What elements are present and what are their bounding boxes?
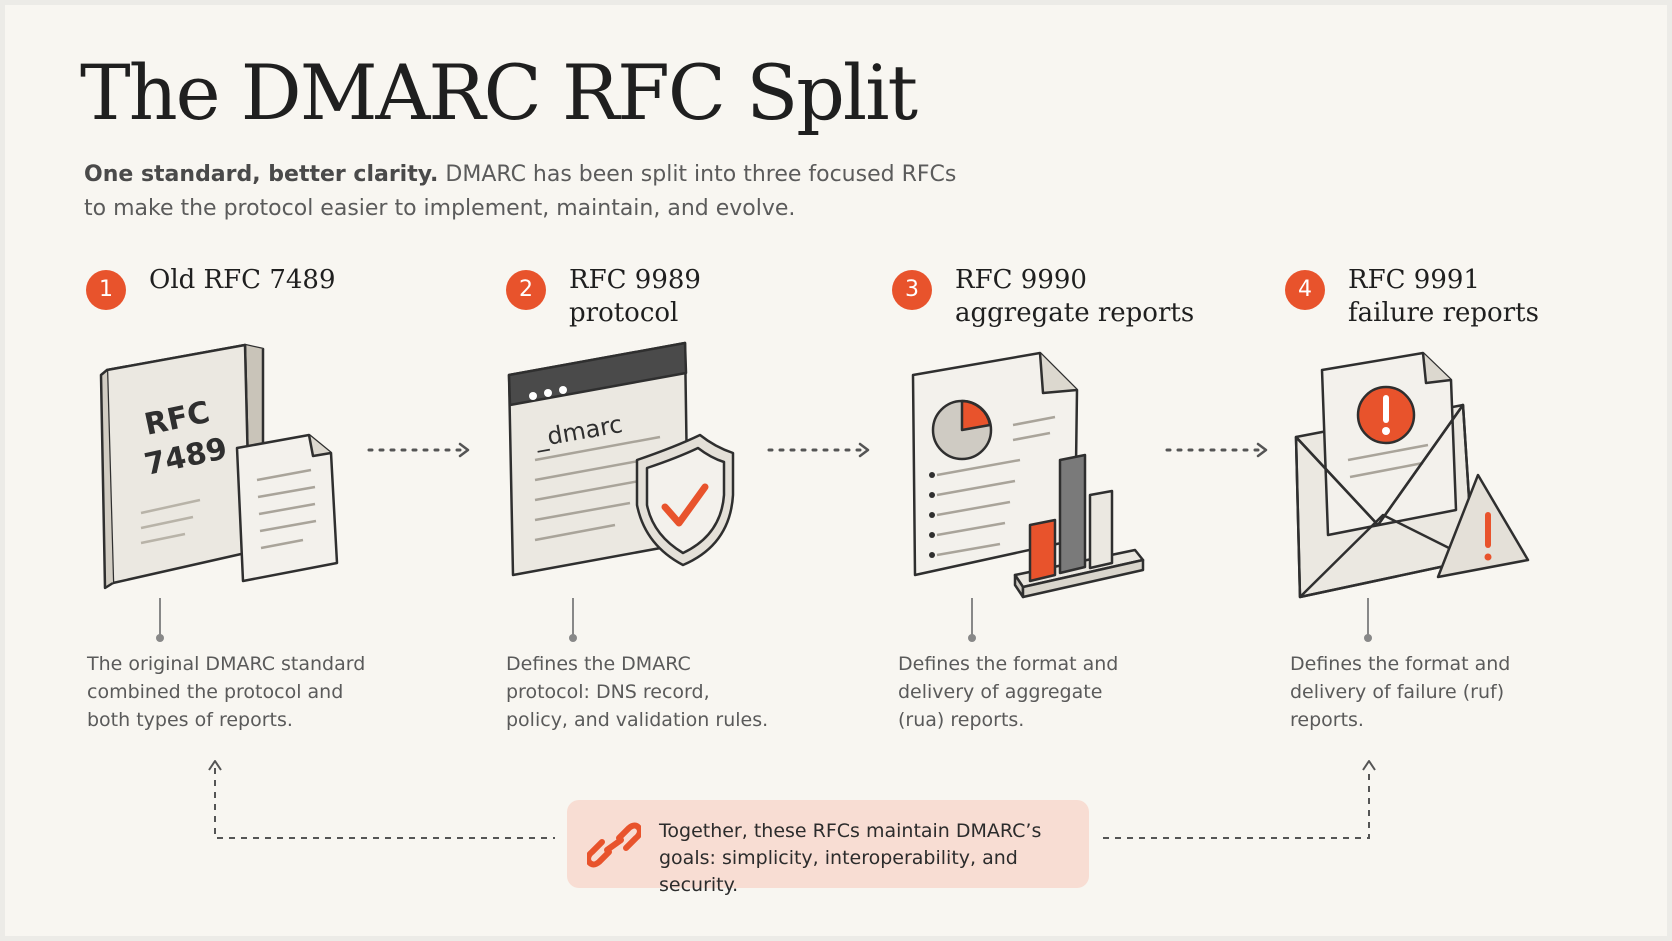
envelope-alert-icon xyxy=(1294,351,1530,599)
summary-line1: Together, these RFCs maintain DMARC’s xyxy=(659,820,1042,842)
summary-callout: Together, these RFCs maintain DMARC’s go… xyxy=(567,800,1089,896)
subtitle-line1: DMARC has been split into three focused … xyxy=(438,162,957,187)
pointer-tick xyxy=(1364,598,1372,642)
arrow-right-icon xyxy=(1165,442,1268,458)
desc-line: combined the protocol and xyxy=(87,681,344,703)
step-4-description: Defines the format and delivery of failu… xyxy=(1290,650,1610,734)
arrow-right-icon xyxy=(767,442,870,458)
desc-line: delivery of aggregate xyxy=(898,681,1103,703)
desc-line: delivery of failure (ruf) xyxy=(1290,681,1505,703)
step-number-badge: 2 xyxy=(506,270,546,310)
desc-line: The original DMARC standard xyxy=(87,653,366,675)
step-number-badge: 1 xyxy=(86,270,126,310)
step-title-line2: failure reports xyxy=(1348,298,1539,328)
subtitle-line2: to make the protocol easier to implement… xyxy=(84,196,796,221)
step-3-description: Defines the format and delivery of aggre… xyxy=(898,650,1218,734)
link-icon xyxy=(587,822,641,868)
step-title-line2: protocol xyxy=(569,298,679,328)
step-title-line1: RFC 9990 xyxy=(955,265,1087,295)
summary-line2: goals: simplicity, interoperability, and… xyxy=(659,847,1018,896)
pointer-tick xyxy=(968,598,976,642)
page-subtitle: One standard, better clarity. DMARC has … xyxy=(84,158,984,226)
arrow-right-icon xyxy=(367,442,470,458)
subtitle-lead: One standard, better clarity. xyxy=(84,162,439,187)
step-title-line1: RFC 9989 xyxy=(569,265,701,295)
step-title: Old RFC 7489 xyxy=(149,264,335,297)
step-2-description: Defines the DMARC protocol: DNS record, … xyxy=(506,650,826,734)
summary-text: Together, these RFCs maintain DMARC’s go… xyxy=(659,818,1079,899)
desc-line: (rua) reports. xyxy=(898,709,1025,731)
desc-line: Defines the format and xyxy=(1290,653,1511,675)
desc-line: Defines the format and xyxy=(898,653,1119,675)
desc-line: reports. xyxy=(1290,709,1364,731)
desc-line: policy, and validation rules. xyxy=(506,709,769,731)
page-title: The DMARC RFC Split xyxy=(80,48,918,137)
step-title: RFC 9989 protocol xyxy=(569,264,701,330)
book-with-document-icon: RFC 7489 xyxy=(99,343,339,590)
pointer-tick xyxy=(569,598,577,642)
step-number-badge: 3 xyxy=(892,270,932,310)
browser-shield-check-icon: _dmarc xyxy=(507,341,735,577)
step-title-line1: Old RFC 7489 xyxy=(149,265,336,295)
step-title: RFC 9991 failure reports xyxy=(1348,264,1539,330)
step-title-line2: aggregate reports xyxy=(955,298,1195,328)
step-1-description: The original DMARC standard combined the… xyxy=(87,650,407,734)
desc-line: Defines the DMARC xyxy=(506,653,691,675)
report-document-charts-icon xyxy=(911,351,1145,599)
step-number-badge: 4 xyxy=(1285,270,1325,310)
pointer-tick xyxy=(156,598,164,642)
desc-line: protocol: DNS record, xyxy=(506,681,710,703)
step-title-line1: RFC 9991 xyxy=(1348,265,1480,295)
step-title: RFC 9990 aggregate reports xyxy=(955,264,1194,330)
desc-line: both types of reports. xyxy=(87,709,293,731)
